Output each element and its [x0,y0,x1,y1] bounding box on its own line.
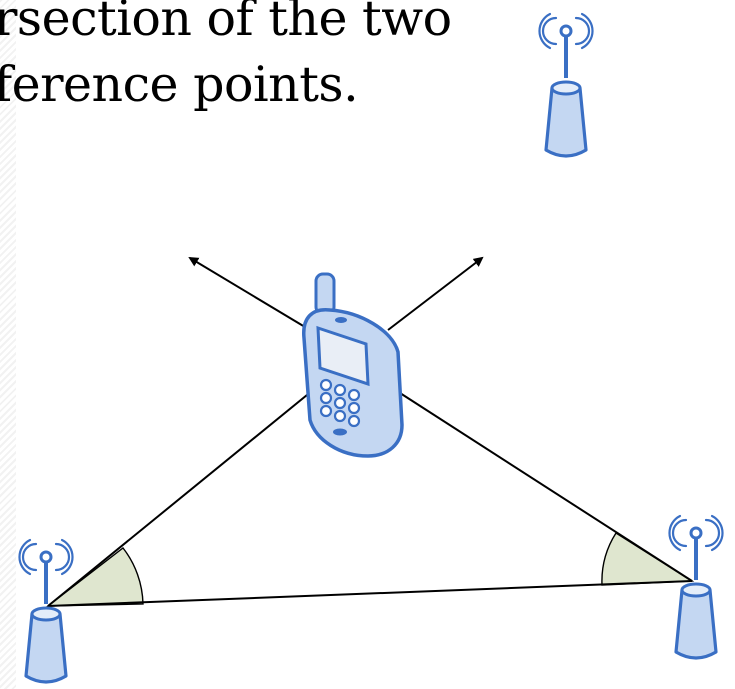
background-texture [0,0,16,689]
angle-wedge-left [45,547,144,607]
base-station-top-right-icon [539,14,592,156]
caption-text: rsection of the two ference points. [0,0,452,118]
line-right-to-phone [399,392,693,582]
arrow-upper-left [188,256,311,331]
angle-wedge-right [601,532,695,586]
caption-line-1: rsection of the two [0,0,452,47]
base-station-bottom-left-icon [19,540,72,682]
caption-line-2: ference points. [0,56,359,113]
line-left-to-phone [47,385,319,607]
base-station-bottom-right-icon [669,516,722,658]
mobile-phone-icon [302,272,404,458]
baseline-line [47,580,693,607]
arrow-upper-right [387,256,484,331]
